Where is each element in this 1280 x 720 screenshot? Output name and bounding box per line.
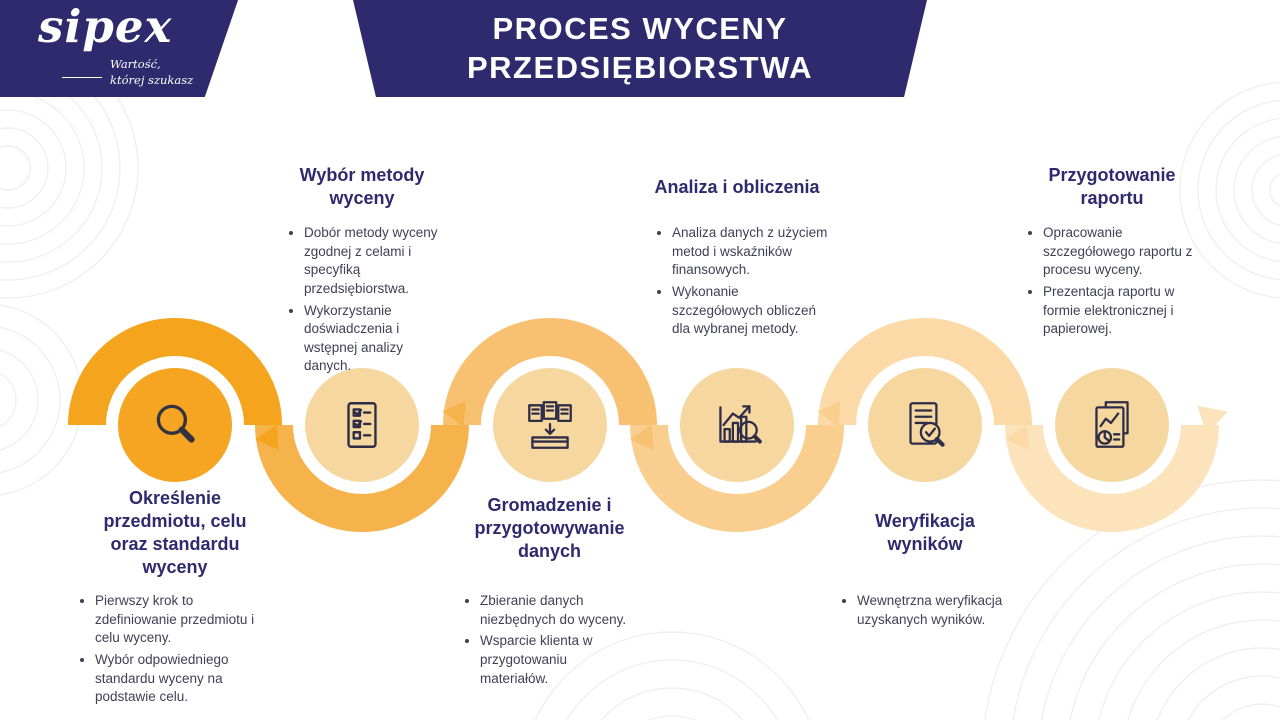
bullet-item: Prezentacja raportu w formie elektronicz… (1043, 283, 1204, 339)
step-4-bullets: Analiza danych z użyciem metod i wskaźni… (655, 224, 830, 342)
bullet-item: Analiza danych z użyciem metod i wskaźni… (672, 224, 830, 280)
bullet-item: Dobór metody wyceny zgodnej z celami i s… (304, 224, 442, 299)
flow-arc-6 (1005, 424, 1219, 532)
logo-tagline-rule (62, 77, 102, 78)
step-6-title: Przygotowanie raportu (1048, 165, 1176, 208)
data-documents-icon (528, 401, 572, 449)
flow-arc-2 (255, 424, 469, 532)
step-1-bullets: Pierwszy krok to zdefiniowanie przedmiot… (78, 592, 276, 710)
bullet-item: Wsparcie klienta w przygotowaniu materia… (480, 632, 635, 688)
flow-arc-5 (818, 318, 1032, 426)
flow-arc-3 (443, 318, 657, 426)
flow-arrowhead (442, 400, 466, 427)
step-5-title: Weryfikacja wyników (875, 511, 975, 554)
checklist-icon (347, 402, 377, 448)
sipex-logo-wordmark: sipex (38, 0, 173, 53)
logo-tagline: Wartość, której szukasz (110, 57, 194, 87)
contour-bottom-center (534, 631, 810, 720)
bullet-item: Wykonanie szczegółowych obliczeń dla wyb… (672, 283, 830, 339)
bullet-item: Zbieranie danych niezbędnych do wyceny. (480, 592, 635, 629)
flow-arrowhead-final (1197, 405, 1228, 435)
step-3-title: Gromadzenie i przygotowywanie danych (474, 495, 625, 561)
step-3-circle (493, 368, 607, 482)
document-check-magnifier-icon (909, 402, 945, 447)
flow-arc-1 (68, 318, 282, 426)
bullet-item: Opracowanie szczegółowego raportu z proc… (1043, 224, 1204, 280)
step-5-bullets: Wewnętrzna weryfikacja uzyskanych wynikó… (840, 592, 1010, 632)
contour-bottom-right (984, 479, 1280, 720)
step-2-bullets: Dobór metody wyceny zgodnej z celami i s… (287, 224, 442, 379)
flow-arc-4 (630, 424, 844, 532)
page-title-line-1: PROCES WYCENY (492, 11, 788, 46)
step-4-title: Analiza i obliczenia (654, 177, 820, 197)
report-charts-icon (1095, 401, 1129, 448)
bullet-item: Wewnętrzna weryfikacja uzyskanych wynikó… (857, 592, 1010, 629)
step-6-bullets: Opracowanie szczegółowego raportu z proc… (1026, 224, 1204, 342)
sipex-logo: sipex Wartość, której szukasz (0, 0, 239, 97)
magnifier-icon (156, 404, 195, 443)
flow-arrowheads (255, 400, 1228, 451)
page-title-line-2: PRZEDSIĘBIORSTWA (466, 50, 814, 85)
step-1-circle (118, 368, 232, 482)
bullet-item: Wybór odpowiedniego standardu wyceny na … (95, 651, 276, 707)
step-3-bullets: Zbieranie danych niezbędnych do wyceny. … (463, 592, 635, 691)
step-2-title: Wybór metody wyceny (299, 165, 425, 208)
page-title-banner: PROCES WYCENY PRZEDSIĘBIORSTWA (353, 0, 927, 97)
bullet-item: Wykorzystanie doświadczenia i wstępnej a… (304, 302, 442, 377)
flow-arrowhead (1005, 424, 1029, 451)
step-4-circle (680, 368, 794, 482)
step-6-circle (1055, 368, 1169, 482)
flow-arrowhead (817, 400, 841, 427)
chart-magnifier-icon (719, 405, 762, 444)
bullet-item: Pierwszy krok to zdefiniowanie przedmiot… (95, 592, 276, 648)
step-5-circle (868, 368, 982, 482)
flow-arrowhead (630, 424, 654, 451)
contour-right-top (1179, 81, 1280, 299)
flow-arrowhead (255, 424, 279, 451)
step-2-circle (305, 368, 419, 482)
step-1-title: Określenie przedmiotu, celu oraz standar… (103, 488, 247, 577)
